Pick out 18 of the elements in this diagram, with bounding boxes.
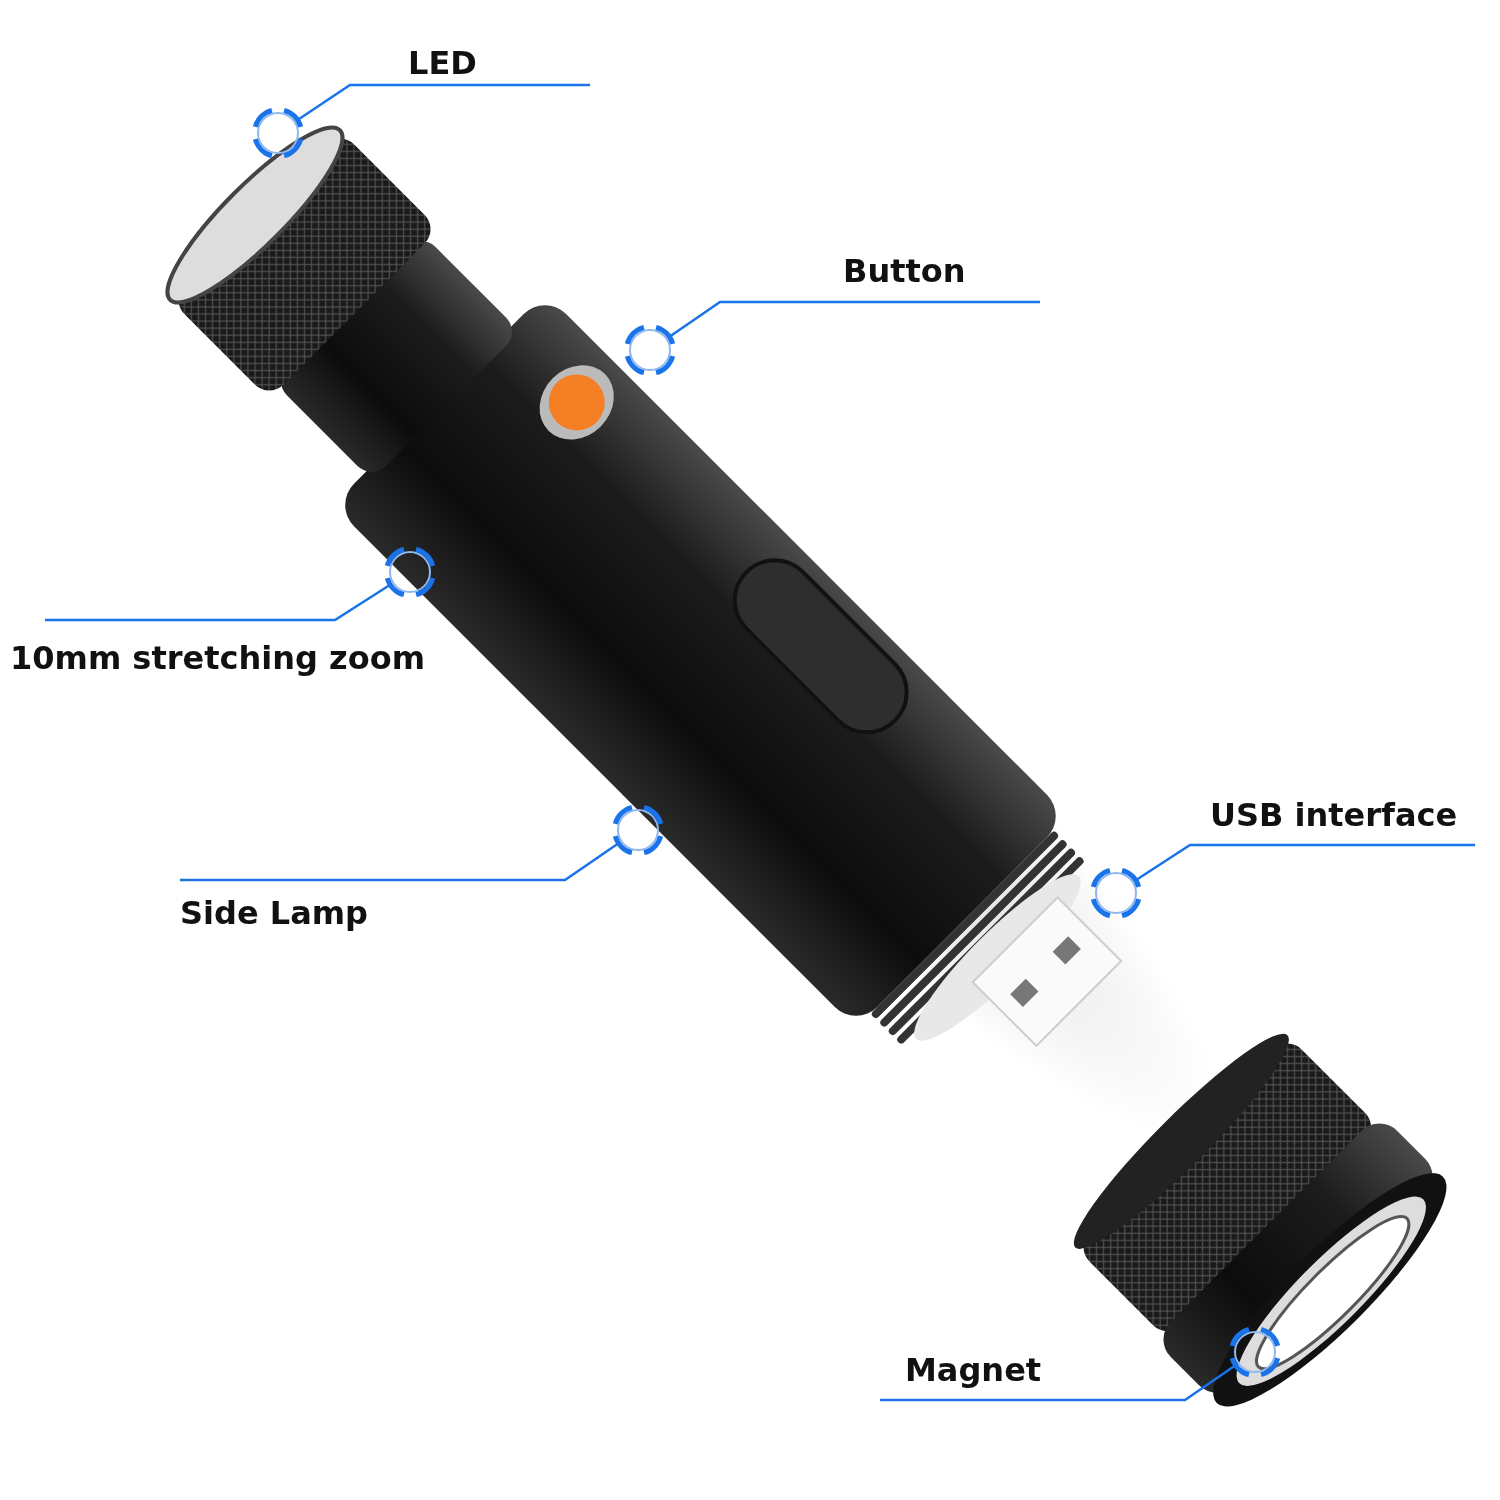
part-label: LED <box>408 44 477 82</box>
callout-ring-marker <box>1227 1324 1283 1380</box>
part-label: Side Lamp <box>180 894 368 932</box>
leader-line <box>45 583 391 622</box>
callout-ring-marker <box>382 544 438 600</box>
leader-line <box>297 83 592 121</box>
leader-line <box>1135 843 1475 881</box>
callout-ring-marker <box>1088 865 1144 921</box>
part-label: 10mm stretching zoom <box>10 639 425 677</box>
part-label: Button <box>843 252 966 290</box>
part-label: USB interface <box>1210 796 1458 834</box>
leader-line <box>669 300 1040 338</box>
leader-line <box>180 842 619 882</box>
callout-ring-marker <box>622 322 678 378</box>
callout-ring-marker <box>250 105 306 161</box>
part-label: Magnet <box>905 1351 1042 1389</box>
leader-line <box>880 1364 1236 1402</box>
callout-ring-marker <box>610 802 666 858</box>
